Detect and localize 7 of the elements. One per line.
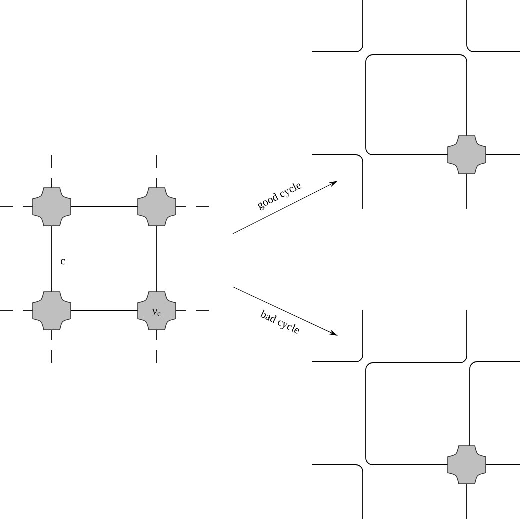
grid-drawing — [312, 0, 520, 210]
edge-label: good cycle — [258, 184, 302, 211]
vertex-label: v$_{c}$ — [152, 310, 161, 316]
edge-label: bad cycle — [260, 310, 300, 334]
face-label: c — [60, 259, 66, 265]
grid-drawing — [312, 310, 520, 520]
grid-drawing — [0, 154, 210, 364]
